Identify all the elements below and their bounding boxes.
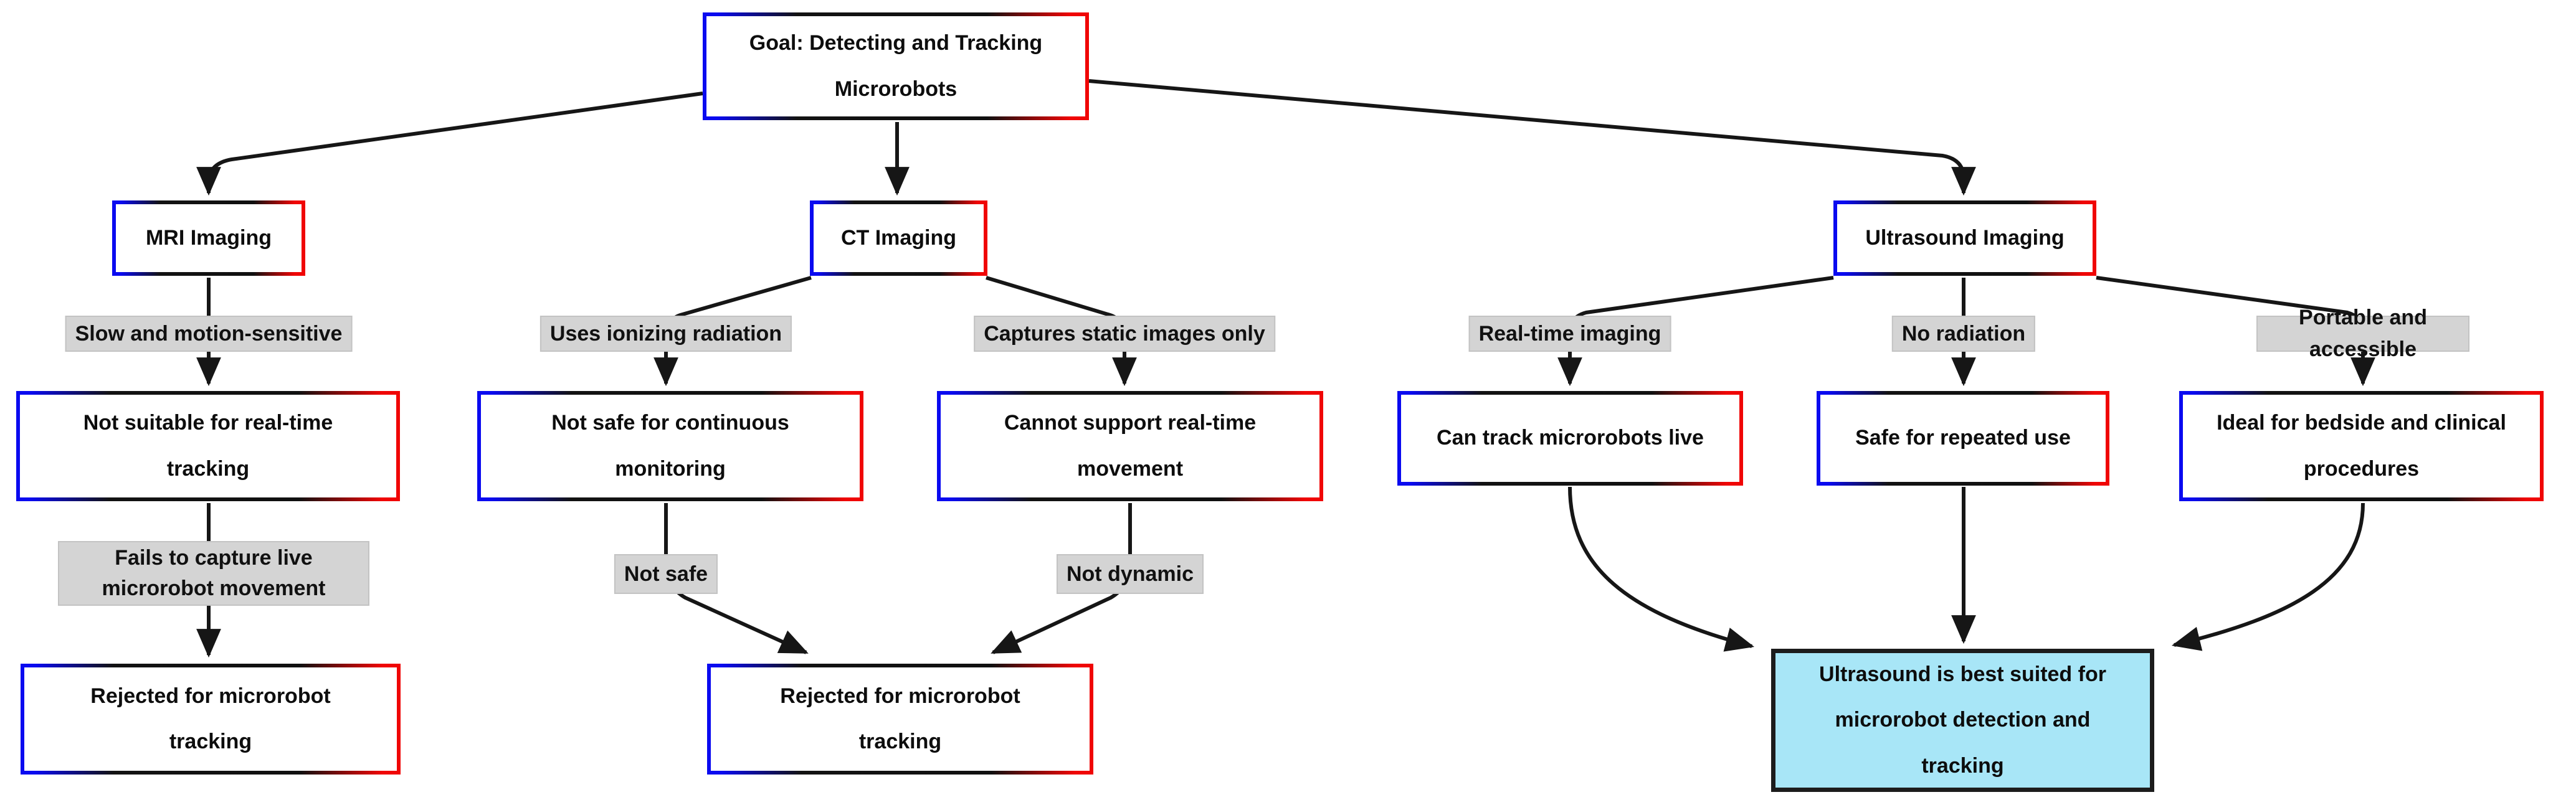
edge-label-realtime-imaging: Real-time imaging: [1468, 316, 1671, 352]
edge-label-not-safe: Not safe: [614, 554, 718, 594]
edge-goal-to-mri: [196, 92, 703, 196]
edge-label-no-radiation: No radiation: [1891, 316, 2036, 352]
edge-label-portable-accessible: Portable and accessible: [2256, 306, 2469, 361]
edge-label-static-images: Captures static images only: [974, 316, 1275, 352]
edge-ideal-to-final: [2171, 502, 2365, 651]
node-ct-rejected: Rejected for microrobot tracking: [707, 664, 1093, 775]
node-safe-repeated-use: Safe for repeated use: [1817, 391, 2109, 486]
edge-label-slow-motion-sensitive: Slow and motion-sensitive: [65, 316, 353, 352]
node-cannot-support-realtime: Cannot support real-time movement: [937, 391, 1323, 501]
node-ultrasound-imaging: Ultrasound Imaging: [1833, 200, 2096, 276]
edge-cantrack-to-final: [1568, 486, 1755, 652]
edge-goal-to-us: [1088, 79, 1976, 196]
node-ultrasound-best-suited: Ultrasound is best suited for microrobot…: [1771, 649, 2154, 792]
node-can-track-live: Can track microrobots live: [1397, 391, 1743, 486]
node-not-suitable-realtime: Not suitable for real-time tracking: [16, 391, 400, 501]
node-ideal-bedside: Ideal for bedside and clinical procedure…: [2179, 391, 2544, 501]
edge-label-fails-capture-live: Fails to capture live microrobot movemen…: [58, 541, 369, 606]
node-goal: Goal: Detecting and Tracking Microrobots: [703, 12, 1089, 120]
edge-label-ionizing-radiation: Uses ionizing radiation: [539, 316, 792, 352]
node-not-safe-continuous: Not safe for continuous monitoring: [477, 391, 863, 501]
edge-label-not-dynamic: Not dynamic: [1056, 554, 1204, 594]
node-mri-imaging: MRI Imaging: [112, 200, 305, 276]
node-mri-rejected: Rejected for microrobot tracking: [21, 664, 401, 775]
node-ct-imaging: CT Imaging: [810, 200, 987, 276]
